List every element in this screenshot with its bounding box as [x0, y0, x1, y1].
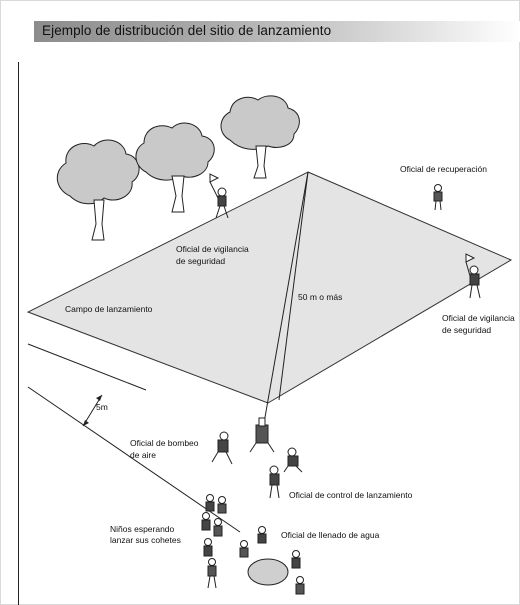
distance-line-left [263, 171, 309, 424]
label-safety-officer-left-line2: de seguridad [176, 256, 226, 266]
label-launch-field: Campo de lanzamiento [65, 304, 153, 314]
offset-dimension-arrow [82, 394, 103, 427]
tree-middle [135, 122, 215, 213]
waiting-kids-group [201, 494, 227, 589]
left-border-line [18, 62, 19, 605]
person-flag-near-trees [209, 173, 229, 219]
person-kneeling [283, 447, 303, 473]
label-safety-officer-right-line1: Oficial de vigilancia [442, 313, 515, 323]
label-safety-officer-left-line1: Oficial de vigilancia [176, 244, 249, 254]
launcher [249, 417, 275, 453]
person-launch-control-officer [269, 465, 280, 499]
person-safety-officer-right [465, 253, 481, 299]
label-waiting-kids-line2: lanzar sus cohetes [110, 535, 181, 545]
offset-line-top [27, 343, 147, 391]
label-recovery-officer: Oficial de recuperación [400, 164, 487, 174]
label-distance: 50 m o más [298, 292, 343, 302]
arrowhead-bottom [83, 420, 89, 426]
tree-left [56, 139, 140, 241]
header-bar [34, 21, 520, 42]
page-title: Ejemplo de distribución del sitio de lan… [42, 23, 332, 38]
label-air-pump-officer-line1: Oficial de bombeo [130, 438, 199, 448]
label-launch-control-officer: Oficial de control de lanzamiento [289, 490, 413, 500]
label-water-fill-officer: Oficial de llenado de agua [281, 530, 380, 540]
offset-line-bottom [27, 386, 241, 533]
label-air-pump-officer-line2: de aire [130, 450, 156, 460]
label-safety-officer-right-line2: de seguridad [442, 325, 492, 335]
water-fill-station [239, 526, 305, 595]
label-offset-distance: 5m [96, 402, 108, 412]
tree-right [220, 95, 300, 179]
distance-line-right [278, 171, 309, 401]
label-waiting-kids-line1: Niños esperando [110, 524, 175, 534]
person-recovery-officer [433, 184, 443, 211]
person-air-pump-officer [211, 431, 233, 465]
arrowhead-top [96, 395, 102, 401]
